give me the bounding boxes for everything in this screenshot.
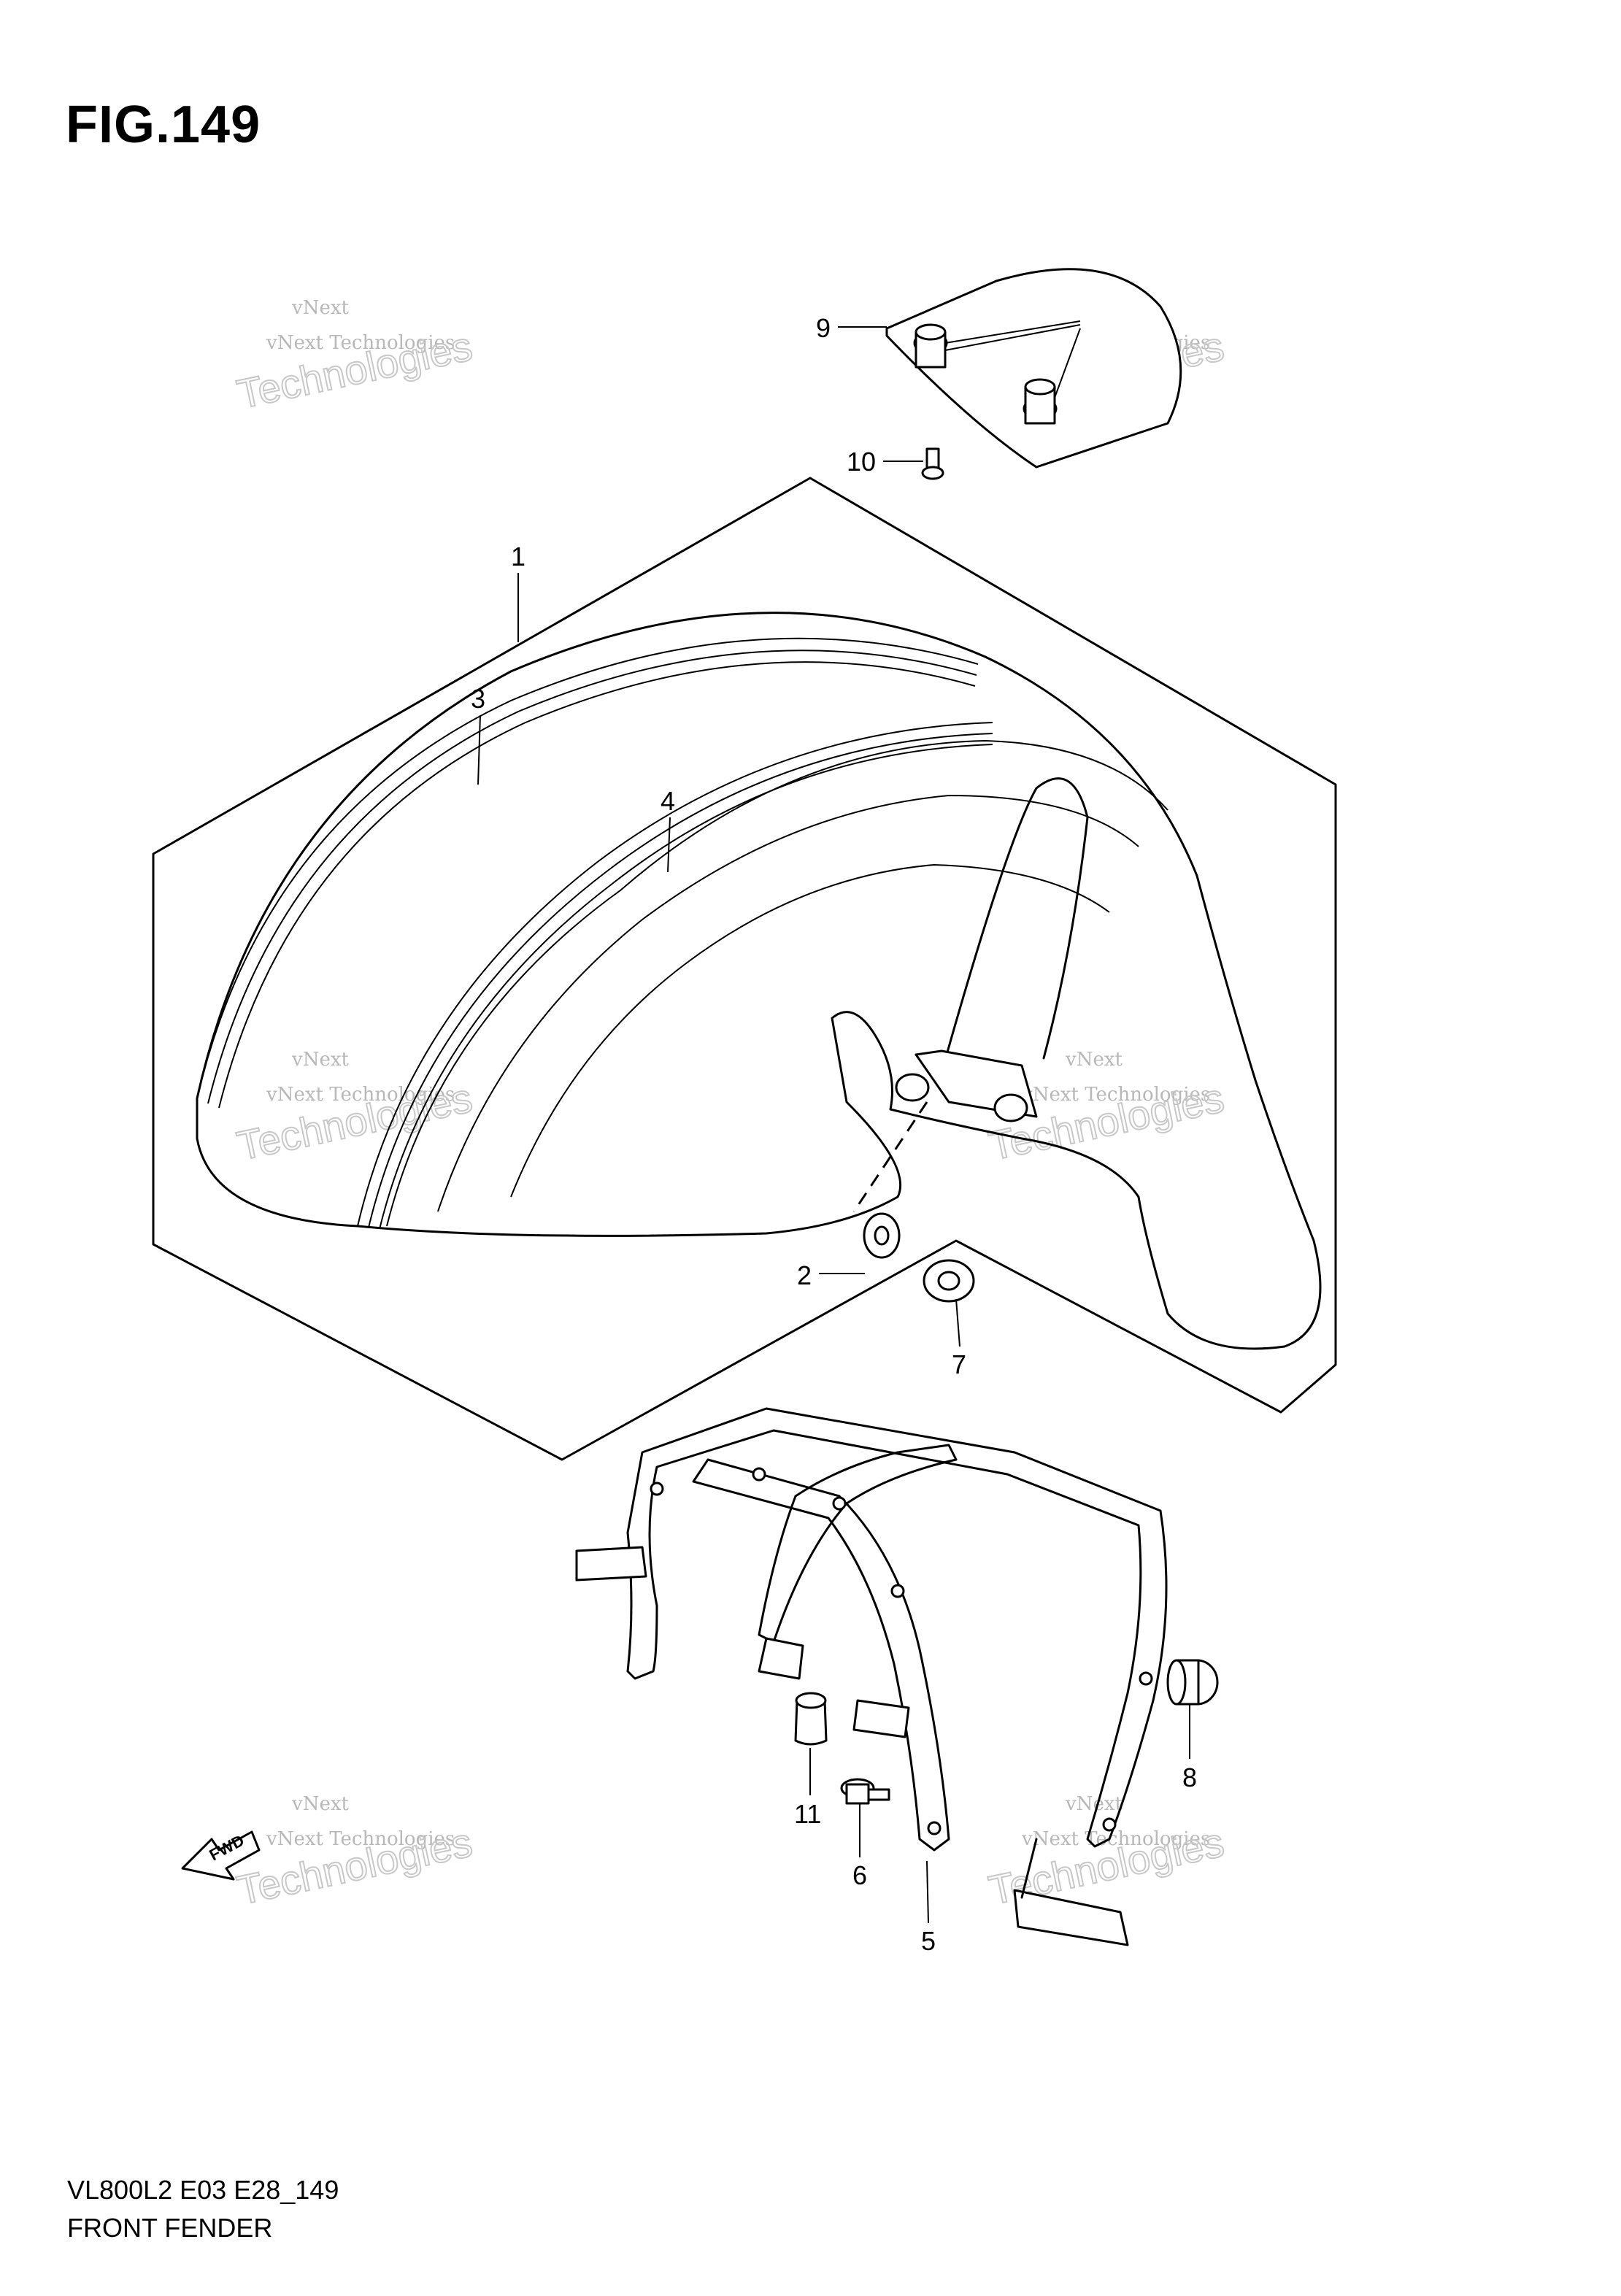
- watermark-line-a: vNext: [1065, 1049, 1123, 1071]
- forward-direction-arrow: FWD: [181, 1830, 261, 1881]
- fender-assembly-outline: [152, 477, 1337, 1461]
- assembly-guide-line: [852, 1101, 928, 1212]
- watermark-line-b: vNext Technologies: [1021, 1828, 1210, 1850]
- watermark-group-3: vNext vNext Technologies Technologies: [232, 1049, 477, 1170]
- watermark-group-1: vNext vNext Technologies Technologies: [232, 297, 477, 418]
- stripe-part-4: [357, 722, 993, 1230]
- callout-2: 2: [797, 1260, 812, 1290]
- callout-3: 3: [471, 684, 485, 714]
- grommet-part-7: [923, 1259, 975, 1303]
- stripe-part-3: [196, 637, 979, 1109]
- watermark-line-b: vNext Technologies: [266, 1084, 455, 1106]
- watermark-line-b: vNext Technologies: [1021, 1084, 1210, 1106]
- rubber-cushion-part-8: [1166, 1659, 1219, 1706]
- watermark-group-5: vNext vNext Technologies Technologies: [232, 1793, 477, 1914]
- watermark-line-a: vNext: [291, 1793, 349, 1815]
- callout-11: 11: [794, 1799, 821, 1829]
- front-fender-part-1: [196, 612, 1322, 1350]
- watermark-line-a: vNext: [1065, 1793, 1123, 1815]
- callout-6: 6: [852, 1860, 867, 1890]
- callout-10: 10: [847, 447, 876, 477]
- emblem-plate-part-9: [885, 268, 1182, 469]
- washer-part-2: [863, 1212, 901, 1259]
- leader-lines: [477, 326, 1190, 1924]
- section-name: FRONT FENDER: [67, 2213, 273, 2243]
- watermark-line-b: vNext Technologies: [266, 332, 455, 354]
- model-code: VL800L2 E03 E28_149: [67, 2175, 339, 2205]
- watermark-line-a: vNext: [291, 1049, 349, 1071]
- figure-title: FIG.149: [66, 96, 261, 154]
- watermark-line-b: vNext Technologies: [266, 1828, 455, 1850]
- callout-5: 5: [921, 1926, 936, 1956]
- screw-part-10: [921, 447, 944, 480]
- bolt-part-6: [840, 1778, 890, 1805]
- callout-7: 7: [952, 1349, 966, 1379]
- callout-1: 1: [511, 542, 525, 571]
- callout-8: 8: [1182, 1763, 1197, 1792]
- watermark-line-a: vNext: [291, 297, 349, 319]
- callout-4: 4: [661, 786, 675, 816]
- cushion-part-11: [794, 1692, 828, 1746]
- fender-brace-part-5: [575, 1407, 1168, 1946]
- callout-9: 9: [816, 313, 831, 343]
